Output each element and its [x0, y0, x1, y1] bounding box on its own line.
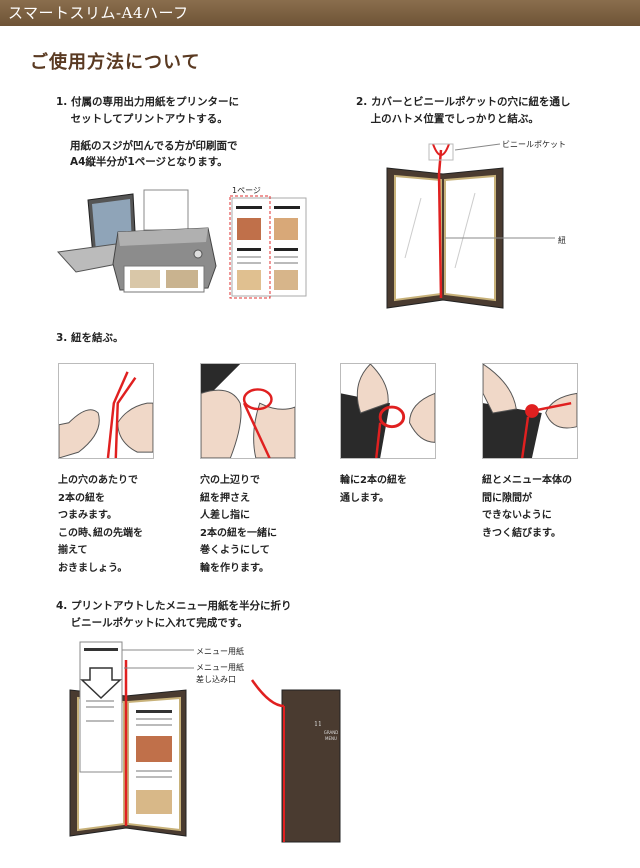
page-title: ご使用方法について: [30, 52, 201, 73]
knot-photo-4: [482, 363, 578, 459]
header-bar: スマートスリム-A4ハーフ: [0, 0, 640, 26]
step4-heading: 4. プリントアウトしたメニュー用紙を半分に折り ビニールポケットに入れて完成で…: [56, 600, 292, 629]
finished-menu-illustration: 11: [250, 679, 341, 843]
menu-logo: GRAND MENU: [323, 730, 339, 741]
step3-text-1: 上の穴のあたりで 2本の紐を つまみます。 この時､紐の先端を 揃えて おきまし…: [58, 475, 143, 574]
step1-body: 用紙のスジが凹んでる方が印刷面で A4縦半分が1ページとなります。: [70, 140, 238, 168]
step3-text-2: 穴の上辺りで 紐を押さえ 人差し指に 2本の紐を一緒に 巻くようにして 輪を作り…: [200, 475, 277, 574]
menu-paper-label: メニュー用紙: [196, 647, 244, 656]
printer-illustration: [56, 189, 217, 293]
knot-photo-3: [340, 363, 436, 459]
step3-heading: 3. 紐を結ぶ。: [56, 332, 124, 344]
svg-text:11: 11: [314, 721, 322, 728]
header-title: スマートスリム-A4ハーフ: [8, 4, 189, 22]
insert-menu-illustration: [69, 641, 194, 837]
page-label: 1ページ: [232, 186, 261, 195]
pocket-label: ビニールポケット: [502, 140, 566, 149]
step3-text-3: 輪に2本の紐を 通します。: [340, 475, 407, 504]
knot-photo-2: [200, 363, 296, 459]
knot-photo-1: [58, 363, 154, 459]
step3-text-4: 紐とメニュー本体の 間に隙間が できないように きつく結びます。: [482, 475, 572, 539]
step1-heading: 1. 付属の専用出力用紙をプリンターに セットしてプリントアウトする。: [56, 96, 239, 125]
insert-slot-label: メニュー用紙 差し込み口: [196, 663, 244, 684]
cover-with-pocket-illustration: [386, 143, 555, 309]
string-label: 紐: [558, 236, 566, 245]
sample-sheet: [229, 195, 307, 299]
step2-heading: 2. カバーとビニールポケットの穴に紐を通し 上のハトメ位置でしっかりと結ぶ。: [356, 96, 571, 125]
